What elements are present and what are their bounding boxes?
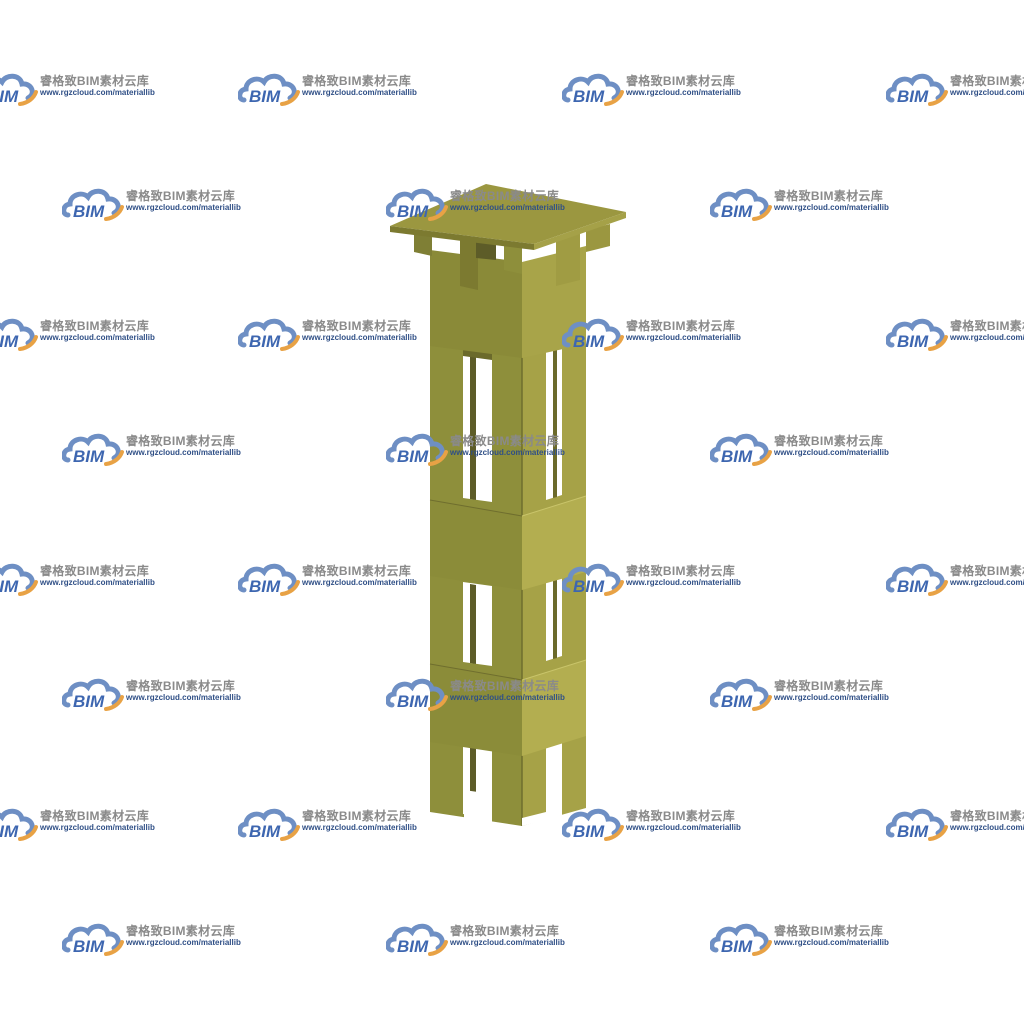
column-cap-plate (390, 184, 626, 250)
column-bands (429, 495, 587, 756)
column-upper-collar (414, 224, 610, 358)
column-base-legs (464, 785, 562, 830)
